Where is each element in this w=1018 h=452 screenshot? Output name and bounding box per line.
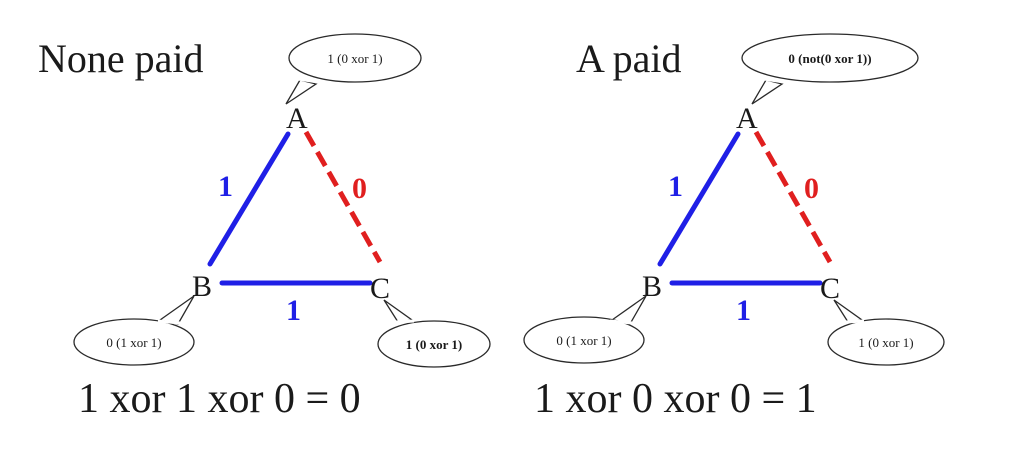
speech-bubble-c: 1 (0 xor 1)	[827, 299, 945, 366]
speech-bubble-b: 0 (1 xor 1)	[523, 295, 647, 364]
edge-ab-label: 1	[218, 170, 233, 203]
edge-ac-label: 0	[352, 172, 367, 205]
edge-bc-label: 1	[286, 294, 301, 327]
speech-bubble-a: 1 (0 xor 1)	[285, 33, 422, 105]
panel-a-paid: A paid 0 (not(0 xor 1)) 1 0 1 A B C 0 (1…	[523, 33, 945, 422]
equation: 1 xor 0 xor 0 = 1	[534, 376, 817, 422]
edge-ab-label: 1	[668, 170, 683, 203]
speech-bubble-c: 1 (0 xor 1)	[377, 299, 491, 368]
panel-title: A paid	[576, 36, 682, 81]
bubble-a-text: 0 (not(0 xor 1))	[788, 51, 871, 66]
edge-ac	[303, 130, 383, 264]
edge-ac	[753, 130, 833, 264]
panel-none-paid: None paid 1 (0 xor 1) 1 0 1 A B C 0 (1 x…	[38, 33, 491, 422]
bubble-b-text: 0 (1 xor 1)	[556, 333, 611, 348]
edge-ab	[657, 131, 741, 267]
equation: 1 xor 1 xor 0 = 0	[78, 376, 361, 422]
panel-title: None paid	[38, 36, 204, 81]
bubble-c-text: 1 (0 xor 1)	[406, 337, 462, 352]
edge-ab	[207, 131, 291, 267]
bubble-c-text: 1 (0 xor 1)	[858, 335, 913, 350]
node-b: B	[192, 270, 212, 303]
edge-bc-label: 1	[736, 294, 751, 327]
node-a: A	[286, 102, 308, 135]
speech-bubble-b: 0 (1 xor 1)	[73, 295, 195, 366]
bubble-a-text: 1 (0 xor 1)	[327, 51, 382, 66]
bubble-b-text: 0 (1 xor 1)	[106, 335, 161, 350]
edge-ac-label: 0	[804, 172, 819, 205]
node-c: C	[370, 272, 390, 305]
node-c: C	[820, 272, 840, 305]
speech-bubble-a: 0 (not(0 xor 1))	[741, 33, 919, 105]
node-b: B	[642, 270, 662, 303]
node-a: A	[736, 102, 758, 135]
